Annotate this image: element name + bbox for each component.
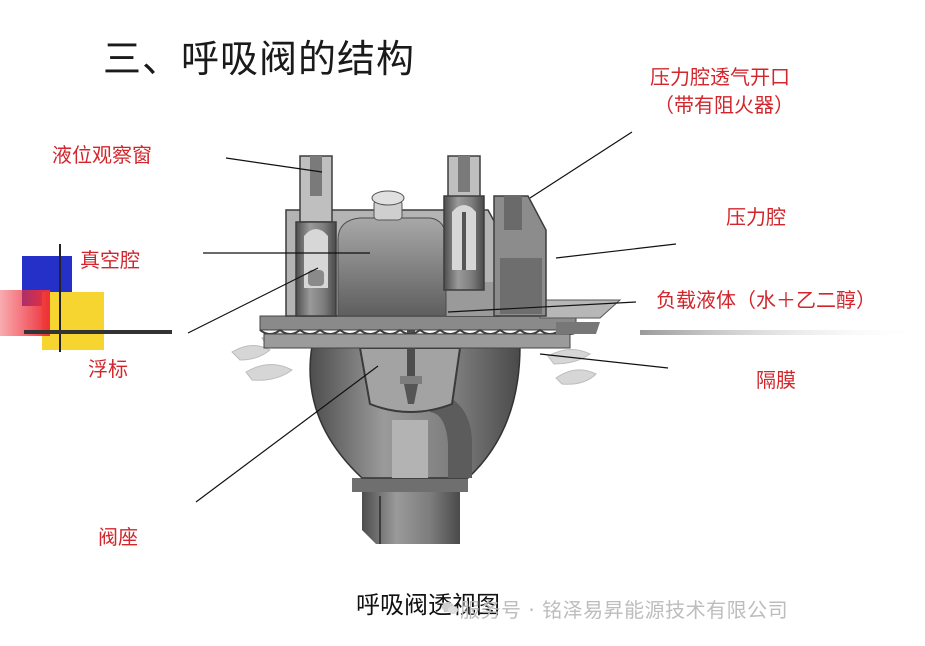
leader-lines — [187, 131, 677, 503]
valve-body — [259, 155, 622, 544]
leader-diaphragm — [539, 353, 669, 369]
page-title: 三、呼吸阀的结构 — [103, 37, 416, 81]
label-pressure-vent: 压力腔透气开口 — [650, 65, 790, 89]
label-valve-seat: 阀座 — [98, 525, 138, 549]
label-pressure-chamber: 压力腔 — [726, 205, 786, 229]
label-pressure-vent-note: （带有阻火器） — [654, 93, 794, 117]
divider-rule — [640, 330, 925, 335]
label-float: 浮标 — [88, 357, 128, 381]
leader-pressure-chamber — [555, 243, 677, 259]
leader-valve-seat — [195, 365, 379, 503]
label-sight-glass: 液位观察窗 — [52, 143, 152, 167]
leader-sight-glass — [225, 157, 323, 173]
figure-caption: 呼吸阀透视图 — [356, 591, 500, 619]
wechat-icon — [442, 602, 458, 614]
label-load-liquid: 负载液体（水＋乙二醇） — [656, 288, 876, 312]
leader-pressure-vent — [529, 131, 633, 199]
label-vacuum-chamber: 真空腔 — [80, 248, 140, 272]
watermark-text: 服务号 · 铭泽易昇能源技术有限公司 — [460, 598, 789, 622]
leader-load-liquid — [447, 301, 637, 313]
label-diaphragm: 隔膜 — [756, 368, 796, 392]
decorative-squares — [0, 244, 172, 352]
leader-float — [187, 267, 319, 334]
